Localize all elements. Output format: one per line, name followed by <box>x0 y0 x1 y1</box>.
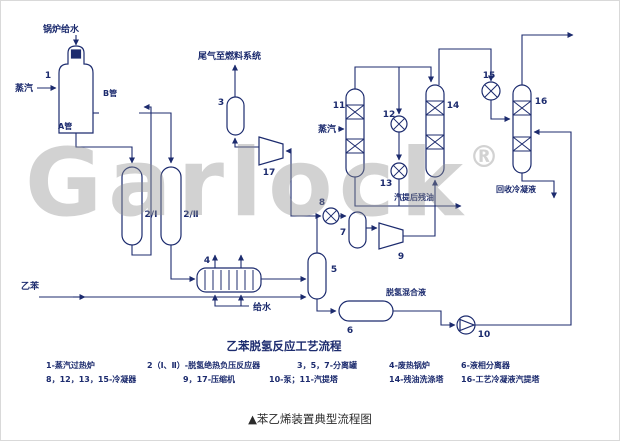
compressor-9 <box>378 222 404 250</box>
eq-num-4: 4 <box>204 256 210 266</box>
convection-coil-bank-b <box>101 99 141 127</box>
pipe-tower14-to-cond15 <box>438 48 494 85</box>
process-flow-diagram: 锅炉给水 蒸汽 A管 B管 尾气至燃料系统 蒸汽 汽提后残油 回收冷凝液 脱氢混… <box>15 23 574 385</box>
label-tube-a: A管 <box>58 121 72 131</box>
pipe-vessel5-to-cond8 <box>315 213 322 253</box>
pipe-sep6-to-pump10 <box>393 310 456 328</box>
eq-num-17: 17 <box>263 168 276 178</box>
pipe-tower16-bottoms <box>521 173 557 199</box>
eq-num-7: 7 <box>340 228 346 238</box>
furnace-1 <box>58 45 94 134</box>
legend-item: 4-废热锅炉 <box>389 360 430 370</box>
equipment-numbers: 1 2/Ⅰ 2/Ⅱ 3 4 5 6 7 8 9 10 11 12 13 14 1… <box>45 71 547 340</box>
condenser-8 <box>322 207 340 225</box>
diagram-title: 乙苯脱氢反应工艺流程 <box>227 339 342 353</box>
pipe-coilbank-to-reactor2 <box>139 112 174 164</box>
pipe-reactor1-to-coilbank <box>131 104 152 256</box>
pipe-reactor2-to-exchanger <box>170 245 196 282</box>
pipe-pump10-to-tower16 <box>475 129 572 326</box>
legend-item: 14-残油洗涤塔 <box>389 374 444 384</box>
legend-item: 6-液相分离器 <box>461 360 511 370</box>
tower-16 <box>512 84 532 174</box>
legend-item: 2（Ⅰ、Ⅱ）-脱氢绝热负压反应器 <box>147 360 261 370</box>
pipe-stripped-residue <box>354 177 462 209</box>
condenser-12 <box>390 115 408 133</box>
eq-num-8: 8 <box>319 198 325 208</box>
pump-10 <box>456 315 476 335</box>
label-tube-b: B管 <box>103 88 117 98</box>
pipe-tower16-vent <box>521 32 574 85</box>
separator-5 <box>307 252 327 300</box>
eq-num-11: 11 <box>333 101 346 111</box>
compressor-17 <box>258 136 284 166</box>
legend-item: 9，17-压缩机 <box>183 374 235 384</box>
legend-item: 1-蒸汽过热炉 <box>46 360 95 370</box>
eq-num-2-2: 2/Ⅱ <box>183 210 199 220</box>
pipe-cond15-to-tower16 <box>490 100 511 122</box>
legend-item: 3，5，7-分离罐 <box>297 360 357 370</box>
tower-14 <box>425 84 445 178</box>
label-ethylbenzene: 乙苯 <box>21 280 40 292</box>
tower-11 <box>345 88 365 178</box>
condenser-15 <box>481 81 501 101</box>
figure-caption: ▲苯乙烯装置典型流程图 <box>248 412 372 426</box>
pipe-furnace-to-reactor1 <box>75 133 135 164</box>
pipe-vessel5-to-sep6 <box>316 299 337 314</box>
label-stripped-residue: 汽提后残油 <box>394 192 434 202</box>
eq-num-2-1: 2/Ⅰ <box>145 210 158 220</box>
eq-num-13: 13 <box>380 179 393 189</box>
eq-num-10: 10 <box>478 330 491 340</box>
eq-num-3: 3 <box>218 98 224 108</box>
label-steam-in: 蒸汽 <box>15 82 33 94</box>
eq-num-6: 6 <box>347 326 353 336</box>
process-lines <box>37 32 574 328</box>
legend-item: 10-泵；11-汽提塔 <box>269 374 339 385</box>
legend-item: 8，12，13，15-冷凝器 <box>46 374 137 384</box>
eq-num-1: 1 <box>45 71 51 81</box>
label-tail-gas: 尾气至燃料系统 <box>197 50 261 62</box>
reactor-2-2 <box>160 166 182 246</box>
eq-num-16: 16 <box>535 97 548 107</box>
condenser-13 <box>390 162 408 180</box>
pipe-feed-water-1 <box>212 294 249 307</box>
eq-num-14: 14 <box>447 101 460 111</box>
furnace-burner <box>70 49 82 59</box>
stream-labels: 锅炉给水 蒸汽 A管 B管 尾气至燃料系统 蒸汽 汽提后残油 回收冷凝液 脱氢混… <box>15 23 536 313</box>
legend-item: 16-工艺冷凝液汽提塔 <box>461 374 540 384</box>
eq-num-15: 15 <box>483 71 496 81</box>
eq-num-5: 5 <box>331 265 337 275</box>
equipment-shapes <box>58 45 532 335</box>
furnace-outline <box>58 45 94 134</box>
liquid-separator-6 <box>338 300 394 322</box>
legend: 1-蒸汽过热炉 2（Ⅰ、Ⅱ）-脱氢绝热负压反应器 3，5，7-分离罐 4-废热锅… <box>46 360 540 385</box>
separator-3 <box>226 96 245 136</box>
reactor-2-1 <box>121 166 143 246</box>
pipe-branch-to-comp17 <box>285 148 317 217</box>
exchanger-tubes <box>204 270 254 290</box>
label-recovered-condensate: 回收冷凝液 <box>496 184 536 194</box>
pipe-comp17-to-vessel3 <box>232 137 259 148</box>
eq-num-12: 12 <box>383 110 396 120</box>
label-steam-mid: 蒸汽 <box>318 123 336 135</box>
label-dehydro-mixture: 脱氢混合液 <box>386 287 426 297</box>
label-boiler-feed-water: 锅炉给水 <box>42 23 80 35</box>
separator-7 <box>348 211 367 249</box>
waste-heat-boiler-4 <box>196 267 262 293</box>
eq-num-9: 9 <box>398 252 404 262</box>
label-feed-water: 给水 <box>253 301 272 313</box>
pipe-tower11-overhead <box>354 66 434 89</box>
pipe-comp9-to-tower14 <box>403 179 438 237</box>
